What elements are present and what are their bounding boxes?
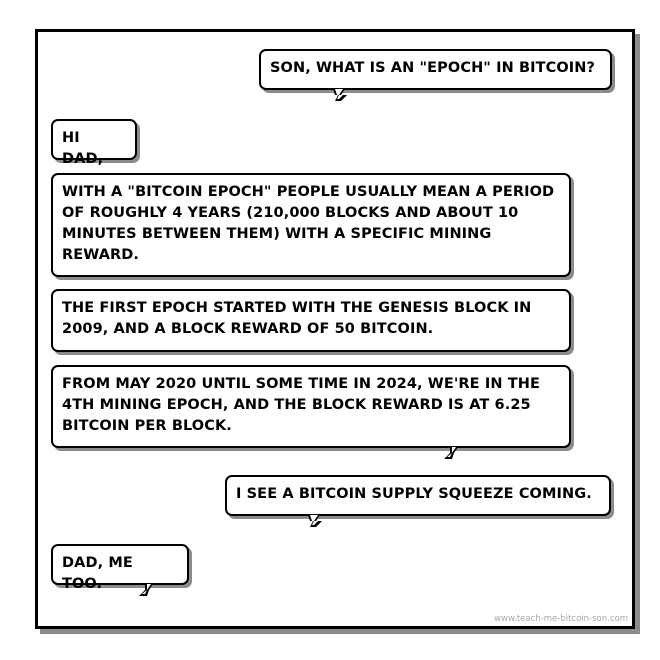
- speech-bubble-text: SON, WHAT IS AN "EPOCH" IN BITCOIN?: [270, 60, 596, 76]
- speech-bubble-2: HI DAD,: [51, 119, 137, 167]
- speech-bubble-1: SON, WHAT IS AN "EPOCH" IN BITCOIN?: [259, 49, 612, 90]
- comic-panel: SON, WHAT IS AN "EPOCH" IN BITCOIN? HI D…: [35, 29, 635, 629]
- watermark-url: www.teach-me-bitcoin-son.com: [494, 614, 628, 624]
- speech-bubble-4: THE FIRST EPOCH STARTED WITH THE GENESIS…: [51, 289, 571, 352]
- speech-bubble-7: DAD, ME TOO.: [51, 544, 189, 592]
- speech-bubble-3: WITH A "BITCOIN EPOCH" PEOPLE USUALLY ME…: [51, 173, 571, 277]
- speech-tail-7: [139, 584, 153, 596]
- speech-tail-6: [308, 515, 322, 527]
- speech-tail-1: [333, 89, 347, 101]
- speech-bubble-text: FROM MAY 2020 UNTIL SOME TIME IN 2024, W…: [62, 376, 540, 434]
- speech-bubble-text: DAD, ME TOO.: [62, 555, 133, 592]
- speech-bubble-text: THE FIRST EPOCH STARTED WITH THE GENESIS…: [62, 300, 532, 337]
- speech-tail-5: [444, 447, 458, 459]
- speech-bubble-6: I SEE A BITCOIN SUPPLY SQUEEZE COMING.: [225, 475, 611, 516]
- speech-bubble-5: FROM MAY 2020 UNTIL SOME TIME IN 2024, W…: [51, 365, 571, 448]
- speech-bubble-text: HI DAD,: [62, 130, 104, 167]
- speech-bubble-text: WITH A "BITCOIN EPOCH" PEOPLE USUALLY ME…: [62, 184, 555, 263]
- speech-bubble-text: I SEE A BITCOIN SUPPLY SQUEEZE COMING.: [236, 486, 592, 502]
